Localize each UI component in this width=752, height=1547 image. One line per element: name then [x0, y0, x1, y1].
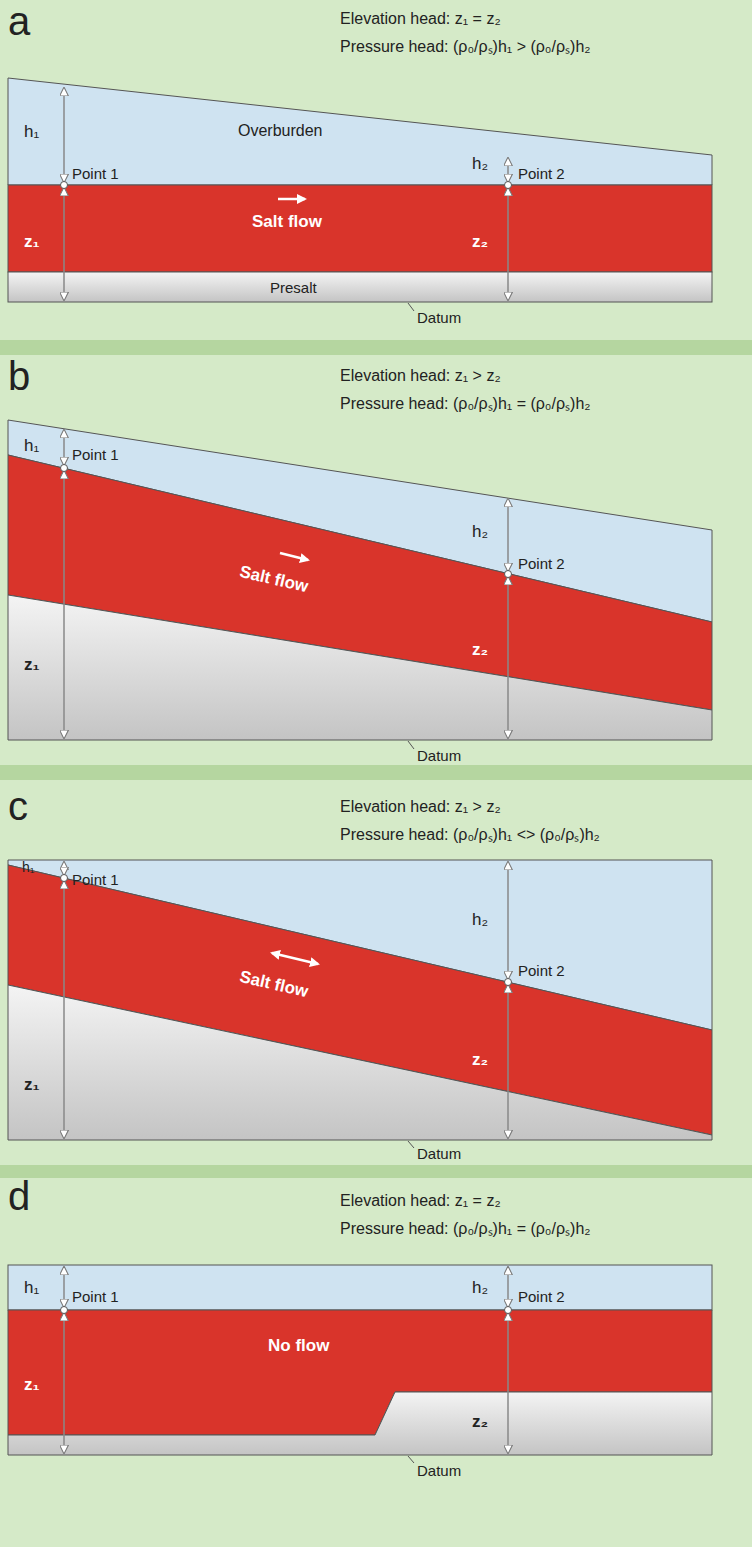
- diagram-label: Datum: [417, 1462, 461, 1479]
- diagram-label: Datum: [417, 1145, 461, 1162]
- diagram-label: No flow: [268, 1336, 329, 1356]
- panel-letter: b: [8, 353, 30, 399]
- diagram-label: Point 1: [72, 165, 119, 182]
- diagram-label: Point 2: [518, 165, 565, 182]
- diagram-label: h₂: [472, 910, 488, 930]
- diagram-label: h₁: [24, 122, 39, 142]
- diagram-label: Point 1: [72, 446, 119, 463]
- diagram-label: Point 2: [518, 555, 565, 572]
- diagram-label: h₂: [472, 154, 488, 174]
- panel-letter: a: [8, 0, 30, 44]
- diagram-label: Datum: [417, 309, 461, 326]
- diagram-label: Point 1: [72, 871, 119, 888]
- diagram-label: Salt flow: [252, 212, 322, 232]
- diagram-label: Elevation head: z₁ = z₂: [340, 1192, 501, 1210]
- diagram-label: Datum: [417, 747, 461, 764]
- diagram-label: z₁: [24, 1375, 40, 1395]
- diagram-label: h₂: [472, 1278, 488, 1298]
- diagram-label: Pressure head: (ρ₀/ρₛ)h₁ = (ρ₀/ρₛ)h₂: [340, 395, 590, 413]
- diagram-label: Pressure head: (ρ₀/ρₛ)h₁ <> (ρ₀/ρₛ)h₂: [340, 826, 600, 844]
- diagram-label: z₂: [472, 640, 488, 660]
- diagram-label: z₁: [24, 655, 40, 675]
- diagram-label: Elevation head: z₁ > z₂: [340, 798, 501, 816]
- diagram-label: Pressure head: (ρ₀/ρₛ)h₁ > (ρ₀/ρₛ)h₂: [340, 38, 590, 56]
- panel-letter: d: [8, 1173, 30, 1219]
- diagram-label: z₂: [472, 232, 488, 252]
- diagram-label: z₁: [24, 1075, 40, 1095]
- diagram-label: Elevation head: z₁ > z₂: [340, 367, 501, 385]
- diagram-label: Pressure head: (ρ₀/ρₛ)h₁ = (ρ₀/ρₛ)h₂: [340, 1220, 590, 1238]
- diagram-label: z₂: [472, 1050, 488, 1070]
- diagram-label: h₂: [472, 522, 488, 542]
- diagram-label: Elevation head: z₁ = z₂: [340, 10, 501, 28]
- diagram-label: Point 1: [72, 1288, 119, 1305]
- panel-letter: c: [8, 783, 28, 829]
- diagram-label: h₁: [24, 436, 39, 456]
- diagram-label: z₁: [24, 232, 40, 252]
- diagram-label: h₁: [24, 1278, 39, 1298]
- diagram-label: Point 2: [518, 962, 565, 979]
- diagram-label: z₂: [472, 1412, 488, 1432]
- diagram-label: Overburden: [238, 122, 323, 140]
- diagram-label: Presalt: [270, 279, 317, 296]
- diagram-label: Point 2: [518, 1288, 565, 1305]
- diagram-label: h₁: [22, 859, 35, 875]
